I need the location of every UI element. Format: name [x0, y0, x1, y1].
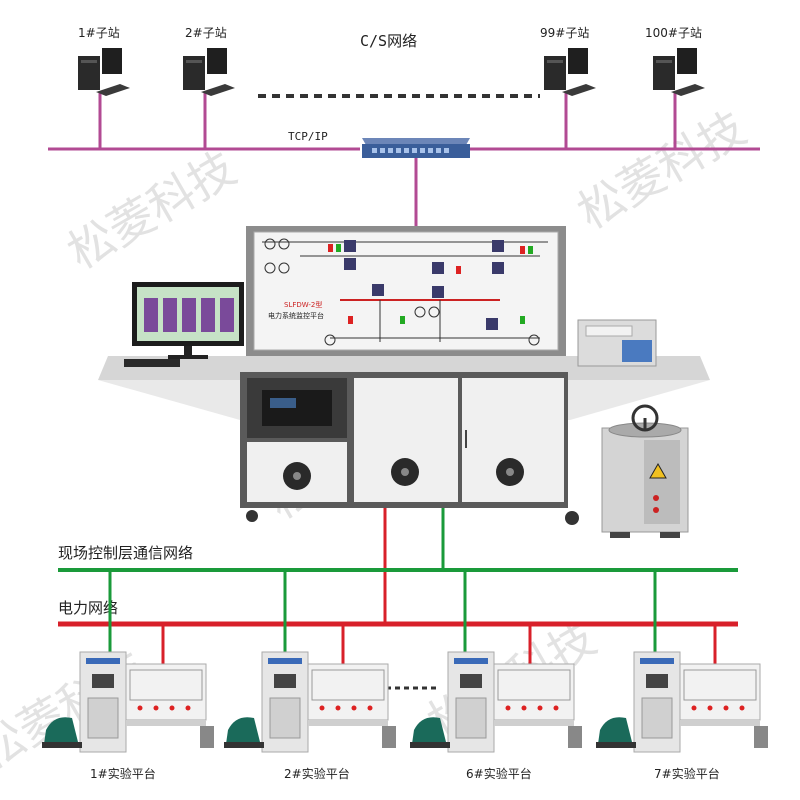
computer-icon [183, 48, 235, 96]
console-title-label: 电力系统监控平台 [268, 311, 324, 320]
printer-icon [577, 319, 657, 367]
fan-icon [283, 462, 311, 490]
cs-network-label: C/S网络 [360, 32, 417, 50]
console-model-label: SLFDW-2型 [284, 300, 322, 309]
computer-icon [78, 48, 130, 96]
substation-label: 99#子站 [540, 26, 589, 40]
computer-icon [544, 48, 596, 96]
watermark-text: 松菱科技 [569, 101, 755, 240]
platform-label: 7#实验平台 [654, 766, 720, 781]
network-switch [362, 138, 470, 158]
computer-icon [653, 48, 705, 96]
substation-label: 2#子站 [185, 26, 227, 40]
experiment-platform [410, 651, 582, 753]
substation-label: 1#子站 [78, 26, 120, 40]
platform-label: 2#实验平台 [284, 766, 350, 781]
substation-label: 100#子站 [645, 26, 702, 40]
fan-icon [391, 458, 419, 486]
monitor-icon [124, 282, 244, 367]
experiment-platform [596, 651, 768, 753]
fan-icon [496, 458, 524, 486]
monitoring-console: SLFDW-2型 电力系统监控平台 [98, 226, 710, 525]
watermark-text: 松菱科技 [59, 141, 245, 280]
power-network-label: 电力网络 [58, 599, 118, 617]
experiment-platform [42, 651, 214, 753]
platform-label: 6#实验平台 [466, 766, 532, 781]
experiment-platform [224, 651, 396, 753]
voltage-regulator [601, 404, 689, 538]
field-network-label: 现场控制层通信网络 [58, 544, 193, 562]
tcp-ip-label: TCP/IP [288, 130, 328, 143]
platform-label: 1#实验平台 [90, 766, 156, 781]
